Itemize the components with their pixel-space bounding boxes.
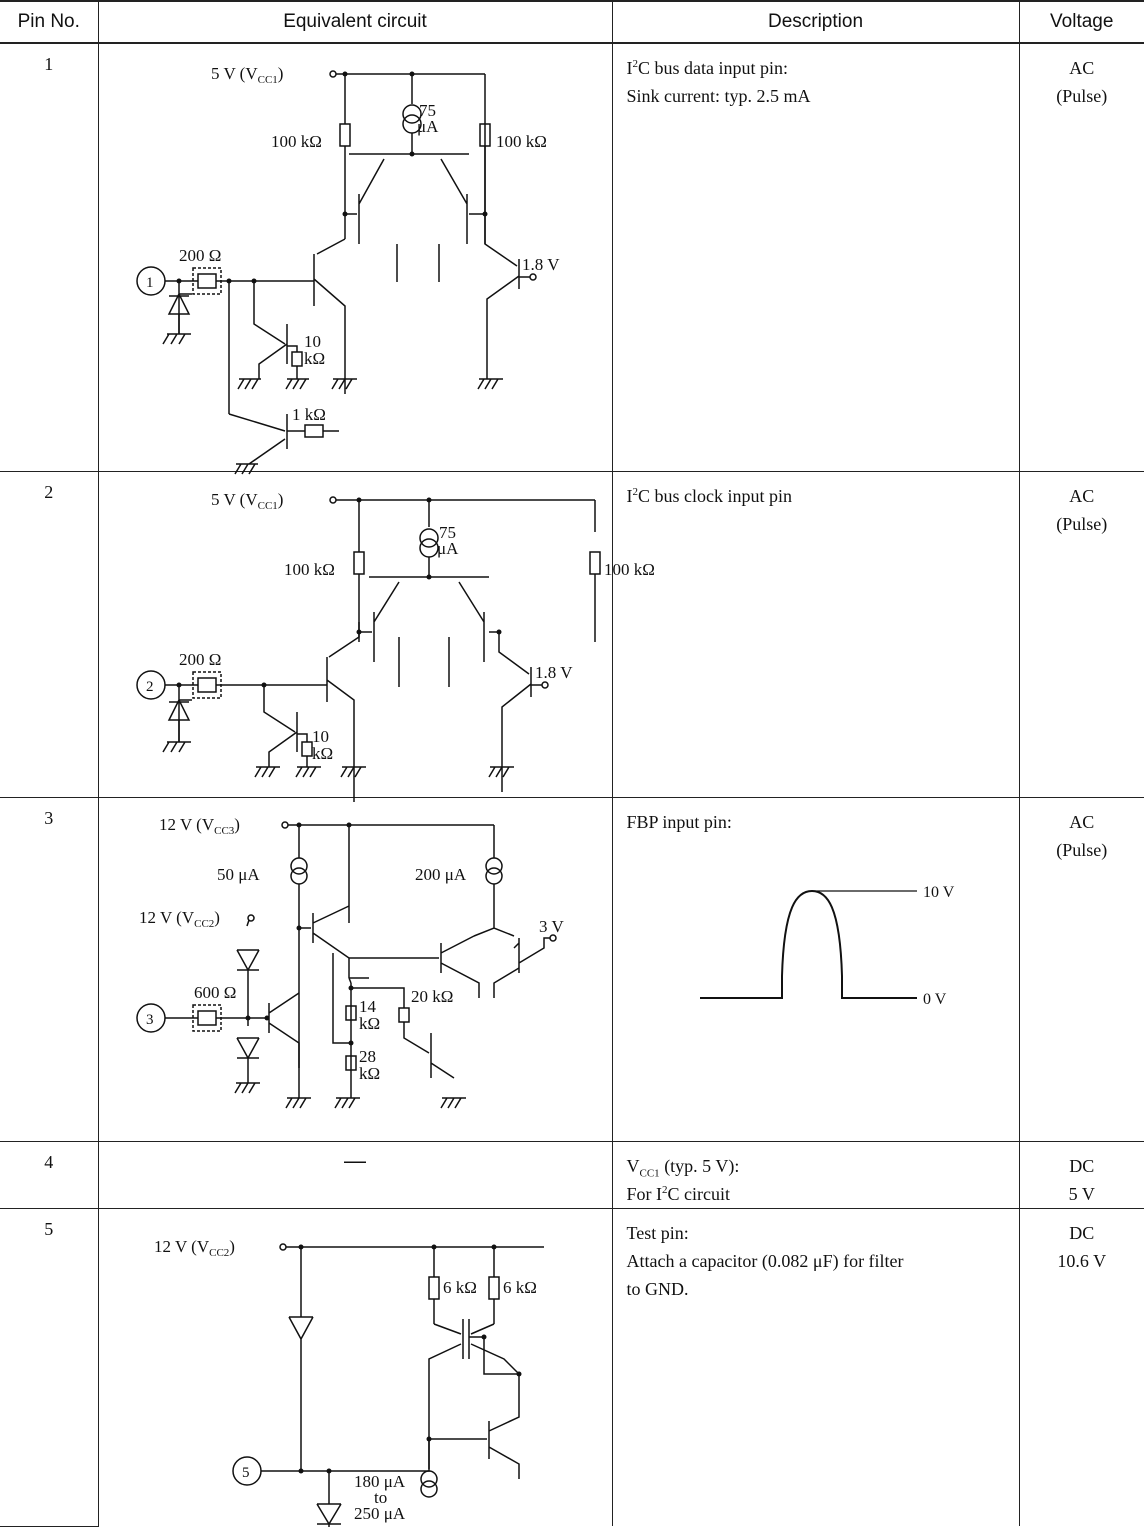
svg-text:20 kΩ: 20 kΩ: [411, 987, 453, 1006]
circuit-cell: 5 V (VCC1) 75 μA 100 kΩ 100 kΩ 1.8 V: [98, 43, 613, 475]
svg-text:12 V (VCC3): 12 V (VCC3): [159, 815, 240, 837]
svg-text:μA: μA: [437, 539, 459, 558]
svg-text:2: 2: [146, 679, 154, 695]
svg-text:200 Ω: 200 Ω: [179, 246, 221, 265]
svg-text:kΩ: kΩ: [359, 1064, 380, 1083]
pin-number: 1: [0, 43, 99, 472]
table-row: 5 12 V (VCC2) 6 kΩ 6 kΩ 5: [0, 1208, 1144, 1527]
svg-text:1 kΩ: 1 kΩ: [292, 405, 326, 424]
svg-text:kΩ: kΩ: [312, 744, 333, 763]
svg-text:50 μA: 50 μA: [217, 865, 260, 884]
svg-text:kΩ: kΩ: [304, 349, 325, 368]
circuit-cell-empty: —: [98, 1141, 613, 1209]
description-line: Test pin:: [626, 1222, 689, 1243]
header-pin-no: Pin No.: [0, 0, 99, 44]
circuit-diagram-pin1: 5 V (VCC1) 75 μA 100 kΩ 100 kΩ 1.8 V: [135, 64, 560, 475]
voltage-cell: DC 10.6 V: [1057, 1222, 1107, 1271]
description-line: FBP input pin:: [626, 811, 732, 832]
svg-text:250 μA: 250 μA: [354, 1504, 406, 1523]
header-circuit: Equivalent circuit: [98, 0, 613, 44]
svg-text:28: 28: [359, 1047, 376, 1066]
description-cell: FBP input pin: 10 V 0 V: [612, 797, 1020, 1142]
svg-text:to: to: [374, 1488, 387, 1507]
table-row: 1 5 V (VCC1) 75 μA 100 kΩ 100 kΩ: [0, 43, 1144, 475]
svg-text:200 μA: 200 μA: [415, 865, 467, 884]
description-cell: I2C bus clock input pin: [612, 471, 1020, 798]
svg-text:10 V: 10 V: [923, 884, 955, 901]
svg-text:3: 3: [146, 1012, 154, 1028]
circuit-cell: 12 V (VCC2) 6 kΩ 6 kΩ 5 180 μA: [98, 1208, 613, 1527]
table-row: 4 — VCC1 (typ. 5 V): For I2C circuit DC …: [0, 1141, 1144, 1209]
description-line: to GND.: [626, 1278, 689, 1299]
svg-text:μA: μA: [417, 117, 439, 136]
description-line: For I2C circuit: [626, 1183, 730, 1204]
description-line: I2C bus data input pin:: [626, 58, 789, 78]
circuit-diagram-pin3: 12 V (VCC3) 50 μA 200 μA 12 V (VCC2) 3 6: [135, 815, 564, 1108]
svg-text:5 V (VCC1): 5 V (VCC1): [211, 490, 283, 512]
svg-text:5 V (VCC1): 5 V (VCC1): [211, 64, 283, 86]
description-line: Attach a capacitor (0.082 μF) for filter: [626, 1250, 904, 1271]
svg-text:1.8 V: 1.8 V: [535, 663, 573, 682]
svg-text:6 kΩ: 6 kΩ: [503, 1278, 537, 1297]
pin-number: 3: [0, 797, 99, 1142]
voltage-cell: AC (Pulse): [1019, 43, 1144, 472]
circuit-cell: 12 V (VCC3) 50 μA 200 μA 12 V (VCC2) 3 6: [98, 797, 613, 1142]
svg-text:75: 75: [439, 523, 456, 542]
voltage-cell: DC 5 V: [1019, 1141, 1144, 1209]
svg-text:75: 75: [419, 101, 436, 120]
voltage-cell: AC (Pulse): [1019, 471, 1144, 798]
svg-text:100 kΩ: 100 kΩ: [496, 132, 547, 151]
svg-text:6 kΩ: 6 kΩ: [443, 1278, 477, 1297]
circuit-diagram-pin2: 5 V (VCC1) 75 μA 100 kΩ 100 kΩ 1.8 V: [135, 490, 654, 802]
header-voltage: Voltage: [1019, 0, 1144, 44]
description-line: Sink current: typ. 2.5 mA: [626, 86, 811, 106]
svg-text:0 V: 0 V: [923, 991, 947, 1008]
description-cell: Test pin: Attach a capacitor (0.082 μF) …: [612, 1208, 1020, 1526]
pin-number: 2: [0, 471, 99, 798]
description-cell: I2C bus data input pin: Sink current: ty…: [612, 43, 1020, 472]
pin-number: 5: [0, 1208, 99, 1527]
svg-text:100 kΩ: 100 kΩ: [284, 560, 335, 579]
svg-text:10: 10: [312, 727, 329, 746]
svg-text:1: 1: [146, 275, 154, 291]
pin-number: 4: [0, 1141, 99, 1209]
svg-text:100 kΩ: 100 kΩ: [271, 132, 322, 151]
table-row: 3 12 V (VCC3) 50 μA 200 μA 12 V (VCC2) 3: [0, 797, 1144, 1142]
table-row: 2 5 V (VCC1) 75 μA 100 kΩ 100 kΩ: [0, 471, 1144, 802]
svg-text:180 μA: 180 μA: [354, 1472, 406, 1491]
description-cell: VCC1 (typ. 5 V): For I2C circuit: [612, 1141, 1020, 1209]
voltage-cell: AC (Pulse): [1019, 797, 1144, 1142]
pulse-waveform: 10 V 0 V: [699, 884, 955, 1008]
circuit-cell: 5 V (VCC1) 75 μA 100 kΩ 100 kΩ 1.8 V: [98, 471, 654, 802]
svg-text:5: 5: [242, 1465, 250, 1481]
svg-text:600 Ω: 600 Ω: [194, 983, 236, 1002]
svg-text:14: 14: [359, 997, 377, 1016]
svg-text:10: 10: [304, 332, 321, 351]
description-line: I2C bus clock input pin: [626, 485, 793, 506]
svg-text:100 kΩ: 100 kΩ: [604, 560, 655, 579]
svg-text:kΩ: kΩ: [359, 1014, 380, 1033]
svg-text:200 Ω: 200 Ω: [179, 650, 221, 669]
svg-text:3 V: 3 V: [539, 917, 564, 936]
header-row: Pin No. Equivalent circuit Description V…: [0, 0, 1144, 44]
header-description: Description: [612, 0, 1020, 44]
circuit-diagram-pin5: 12 V (VCC2) 6 kΩ 6 kΩ 5 180 μA: [154, 1237, 544, 1527]
svg-text:1.8 V: 1.8 V: [522, 255, 560, 274]
description-line: VCC1 (typ. 5 V):: [626, 1155, 740, 1180]
svg-text:12 V (VCC2): 12 V (VCC2): [139, 908, 220, 930]
svg-text:12 V (VCC2): 12 V (VCC2): [154, 1237, 235, 1259]
